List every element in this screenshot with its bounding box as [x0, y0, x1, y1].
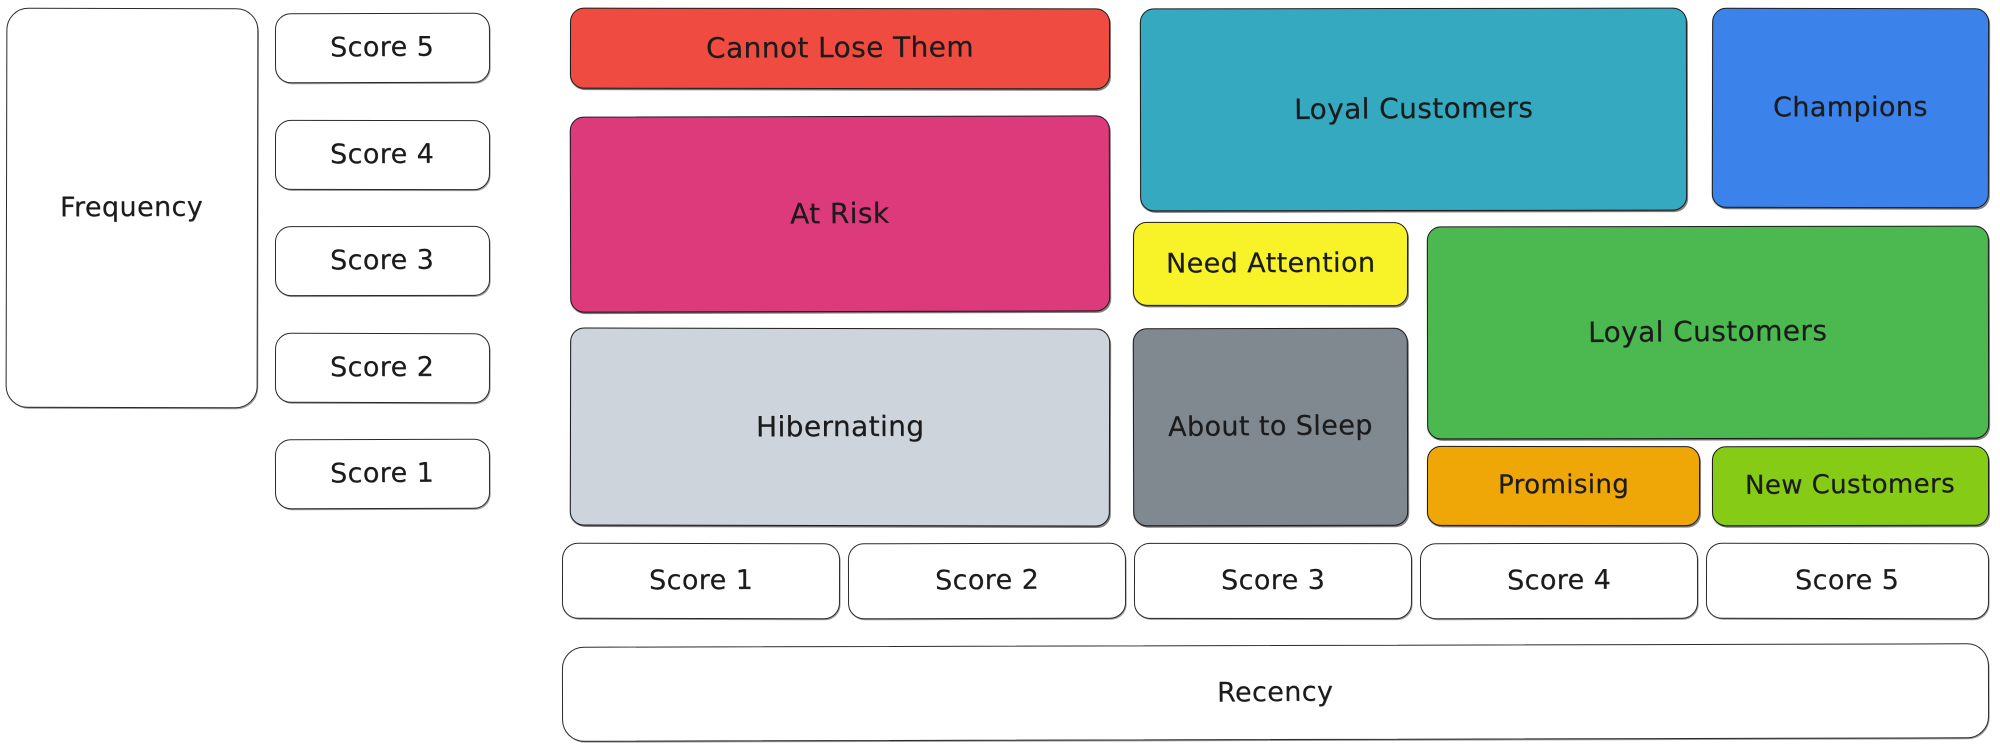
segment-about-to-sleep[interactable]: About to Sleep	[1132, 327, 1409, 527]
frequency-score-5-label: Score 5	[330, 32, 435, 64]
segment-new-customers[interactable]: New Customers	[1711, 445, 1990, 527]
frequency-score-2-label: Score 2	[330, 352, 435, 384]
frequency-score-4[interactable]: Score 4	[274, 119, 491, 191]
recency-score-5-label: Score 5	[1795, 565, 1900, 597]
axis-label-frequency-text: Frequency	[60, 192, 204, 224]
recency-score-1[interactable]: Score 1	[561, 542, 841, 620]
segment-promising-label: Promising	[1497, 469, 1630, 501]
segment-need-attention-label: Need Attention	[1165, 247, 1376, 280]
frequency-score-1[interactable]: Score 1	[274, 438, 491, 510]
segment-champions-label: Champions	[1773, 92, 1928, 124]
axis-label-frequency: Frequency	[5, 7, 259, 409]
segment-hibernating[interactable]: Hibernating	[569, 327, 1111, 527]
segment-champions[interactable]: Champions	[1711, 7, 1990, 209]
segment-cannot-lose-them[interactable]: Cannot Lose Them	[569, 7, 1111, 90]
recency-score-3[interactable]: Score 3	[1133, 542, 1413, 620]
recency-score-1-label: Score 1	[648, 565, 754, 597]
segment-cannot-lose-them-label: Cannot Lose Them	[705, 30, 975, 66]
recency-score-5[interactable]: Score 5	[1705, 542, 1990, 620]
segment-at-risk[interactable]: At Risk	[569, 115, 1111, 313]
segment-loyal-customers-green[interactable]: Loyal Customers	[1426, 225, 1990, 440]
segment-loyal-customers-green-label: Loyal Customers	[1588, 314, 1828, 350]
recency-score-2[interactable]: Score 2	[847, 542, 1127, 620]
segment-hibernating-label: Hibernating	[755, 409, 925, 444]
frequency-score-1-label: Score 1	[330, 458, 435, 490]
segment-promising[interactable]: Promising	[1426, 445, 1701, 527]
recency-score-2-label: Score 2	[934, 565, 1040, 597]
recency-score-4[interactable]: Score 4	[1419, 542, 1699, 620]
frequency-score-2[interactable]: Score 2	[274, 332, 491, 404]
frequency-score-5[interactable]: Score 5	[274, 12, 491, 84]
segment-new-customers-label: New Customers	[1745, 469, 1956, 501]
frequency-score-3-label: Score 3	[330, 245, 435, 277]
segment-at-risk-label: At Risk	[790, 196, 890, 231]
segment-about-to-sleep-label: About to Sleep	[1168, 410, 1373, 444]
segment-loyal-customers-teal-label: Loyal Customers	[1293, 91, 1534, 127]
frequency-score-4-label: Score 4	[330, 139, 435, 171]
axis-label-recency: Recency	[561, 643, 1990, 742]
frequency-score-3[interactable]: Score 3	[274, 225, 491, 297]
segment-need-attention[interactable]: Need Attention	[1132, 221, 1409, 307]
segment-loyal-customers-teal[interactable]: Loyal Customers	[1139, 7, 1688, 212]
recency-score-4-label: Score 4	[1506, 565, 1612, 597]
recency-score-3-label: Score 3	[1220, 565, 1326, 597]
axis-label-recency-text: Recency	[1217, 676, 1334, 709]
